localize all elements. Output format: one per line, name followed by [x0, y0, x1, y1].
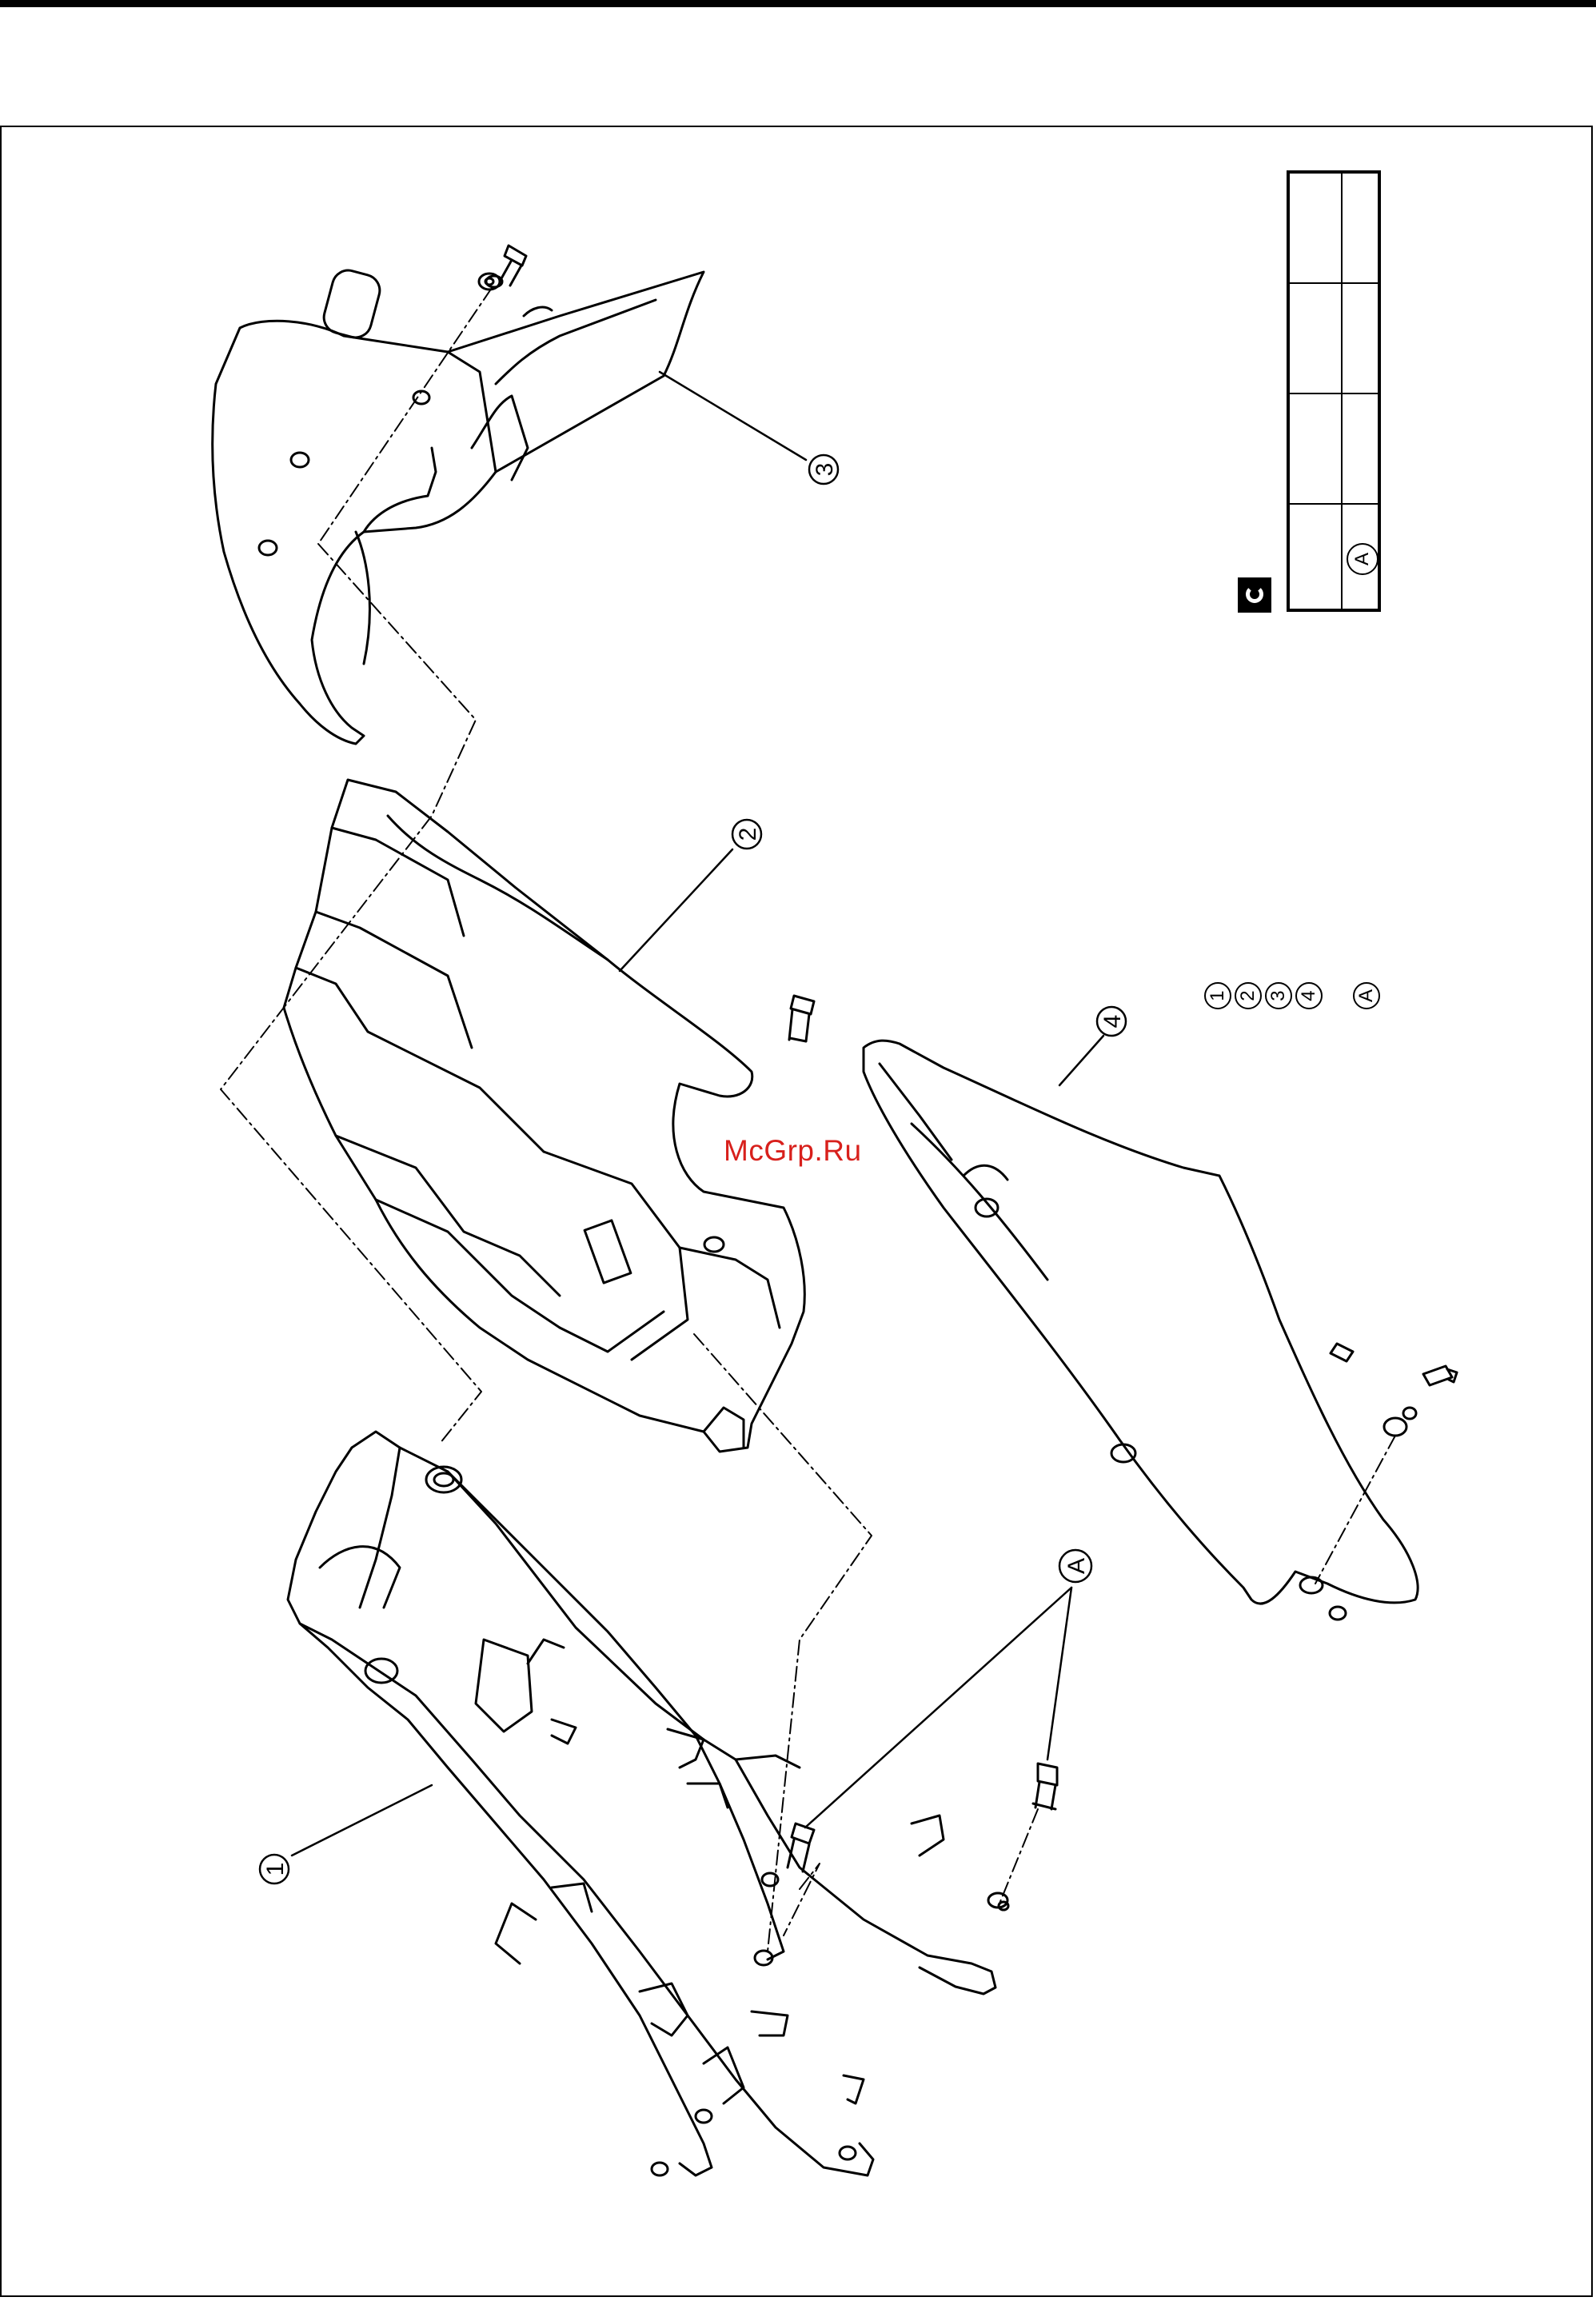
tightening-torque-icon [1238, 577, 1271, 613]
callout-circle-1: 1 [260, 1855, 289, 1884]
svg-text:4: 4 [1099, 1015, 1126, 1029]
assembly-lines [221, 288, 1395, 1951]
watermark: McGrp.Ru [724, 1134, 862, 1168]
svg-text:1: 1 [262, 1863, 289, 1876]
bolt-a-lower [788, 1824, 814, 1872]
table-cell-a: A [1347, 543, 1379, 575]
part-4-side-cover [864, 1041, 1418, 1620]
legend-key-2: 2 [1235, 982, 1262, 1009]
torque-table: A [1287, 170, 1381, 612]
bolt-middle [789, 996, 814, 1041]
fasteners-right [1331, 1344, 1457, 1436]
table-column-divider [1341, 174, 1343, 609]
legend-key-4: 4 [1295, 982, 1323, 1009]
table-row-divider [1290, 503, 1378, 505]
part-2-rear-fender [284, 780, 804, 1452]
svg-text:A: A [1063, 1558, 1090, 1574]
callout-circle-3: 3 [809, 455, 838, 484]
callout-circle-2: 2 [732, 820, 761, 849]
table-row-divider [1290, 282, 1378, 284]
bolt-a-upper [1033, 1764, 1057, 1809]
svg-text:2: 2 [735, 828, 761, 841]
legend-key-3: 3 [1265, 982, 1292, 1009]
table-row-divider [1290, 393, 1378, 394]
legend-keys: 1 2 3 4 A [1204, 982, 1380, 1009]
callout-circle-a: A [1059, 1550, 1091, 1582]
svg-text:3: 3 [812, 463, 838, 477]
callout-circle-4: 4 [1097, 1007, 1126, 1036]
legend-key-a: A [1353, 982, 1380, 1009]
legend-key-1: 1 [1204, 982, 1231, 1009]
leader-lines [292, 372, 1103, 1856]
